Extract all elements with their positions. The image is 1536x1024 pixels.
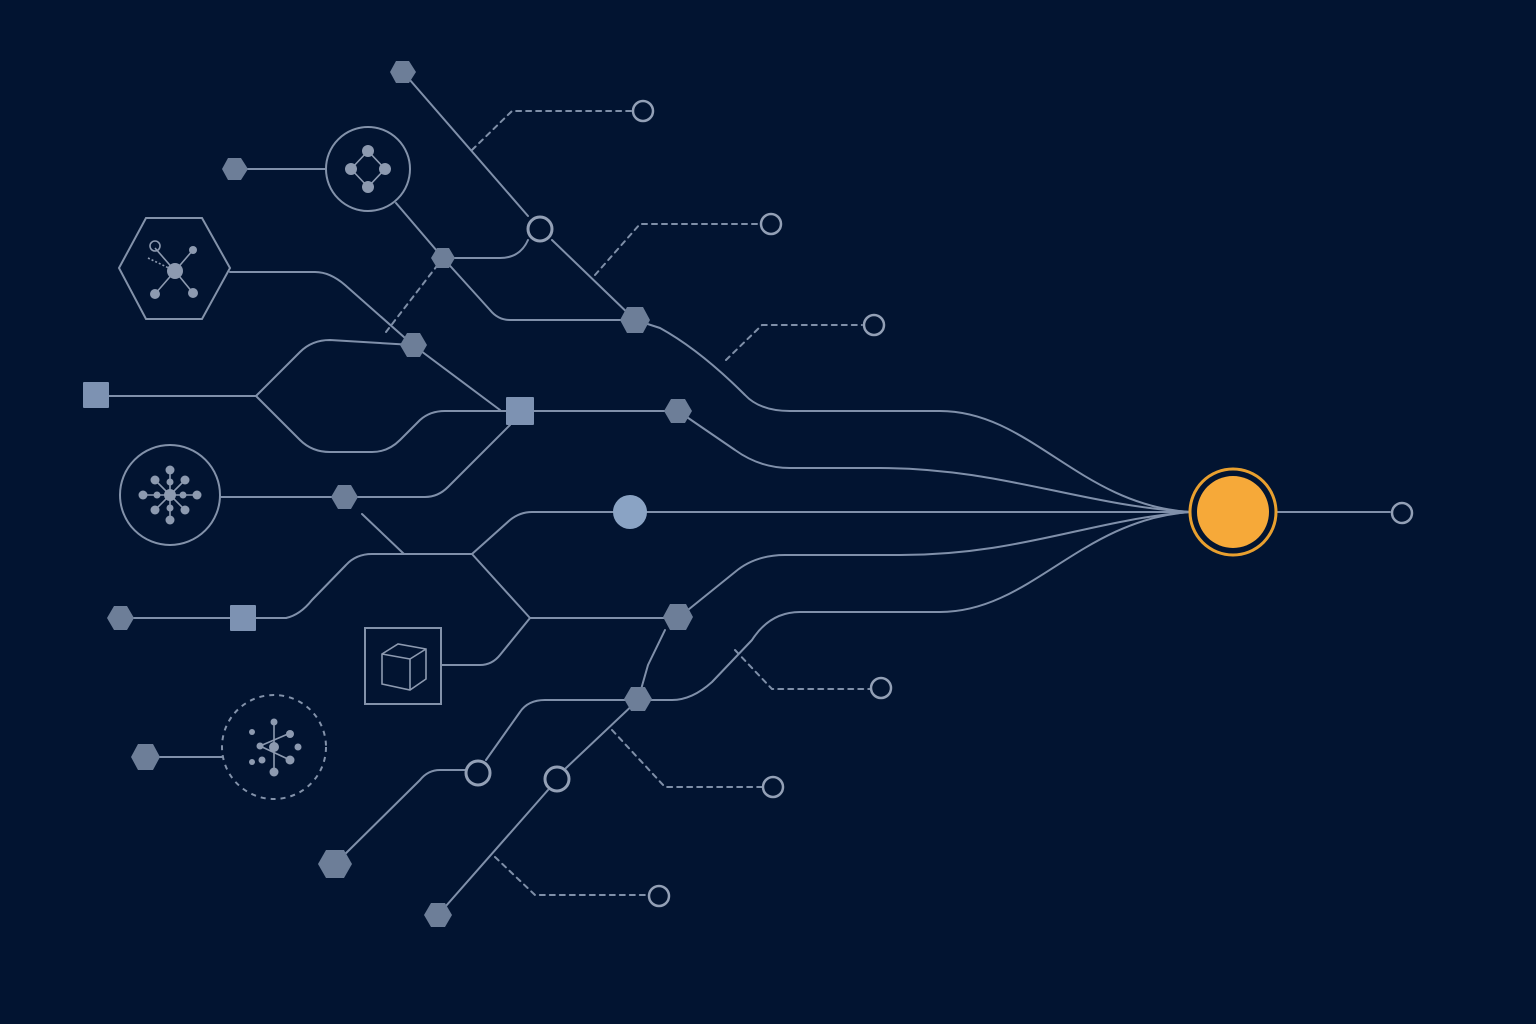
- cluster-icon: [249, 718, 302, 777]
- input-hexagon-node: [222, 158, 248, 180]
- wire: [343, 424, 511, 498]
- wire: [255, 395, 521, 453]
- wire: [634, 319, 1191, 513]
- terminal-ring: [862, 313, 886, 337]
- wire: [565, 699, 639, 769]
- dashed-branch: [594, 223, 761, 276]
- junction-hexagon-node: [331, 485, 358, 509]
- terminal-ring: [761, 775, 785, 799]
- dashed-branch: [725, 324, 863, 361]
- wire: [361, 513, 405, 555]
- neural-net-badge: [119, 444, 221, 546]
- wire: [229, 271, 414, 346]
- dashed-branch: [471, 110, 633, 151]
- terminal-ring: [759, 212, 783, 236]
- wire: [677, 410, 1191, 513]
- dashed-branch: [494, 856, 648, 896]
- target-node: [1188, 467, 1278, 557]
- dashed-branch: [734, 649, 871, 690]
- wire: [471, 553, 679, 619]
- terminal-ring: [1390, 501, 1414, 525]
- wire: [402, 71, 529, 217]
- wire: [334, 769, 467, 865]
- input-hexagon-node: [131, 744, 160, 770]
- wire: [255, 339, 414, 397]
- junction-ring: [526, 215, 554, 243]
- dashed-branch: [385, 257, 444, 333]
- junction-hexagon-node: [624, 687, 652, 711]
- solid-wires: [95, 71, 1391, 916]
- terminal-ring: [869, 676, 893, 700]
- wire: [637, 511, 1191, 701]
- wire: [437, 789, 549, 916]
- dashed-branches: [385, 110, 871, 896]
- junction-ring: [543, 765, 571, 793]
- wire: [551, 239, 636, 321]
- cluster-dashed-badge: [221, 694, 327, 800]
- square-nodes: [83, 382, 534, 631]
- input-hexagon-node: [390, 61, 416, 83]
- wire: [677, 511, 1191, 619]
- input-square-node: [83, 382, 109, 408]
- dashed-branch: [611, 729, 763, 788]
- junction-hexagon-node: [620, 307, 650, 333]
- network-icon: [147, 240, 198, 299]
- wire: [471, 511, 631, 555]
- molecule-badge: [325, 126, 411, 212]
- network-hexagon-badge: [117, 217, 232, 320]
- junction-hexagon-node: [400, 333, 427, 357]
- terminal-ring: [631, 99, 655, 123]
- wire: [485, 699, 639, 761]
- input-hexagon-node: [318, 850, 352, 878]
- junction-ring: [464, 759, 492, 787]
- cube-badge: [364, 627, 442, 705]
- wire: [412, 344, 501, 411]
- neural-network-icon: [138, 465, 202, 525]
- terminal-ring: [647, 884, 671, 908]
- junction-hexagon-node: [431, 248, 455, 268]
- junction-square-node: [230, 605, 256, 631]
- cube-icon: [381, 643, 427, 691]
- orange-target: [1197, 476, 1269, 548]
- terminal-rings: [464, 99, 1414, 908]
- junction-hexagon-node: [663, 604, 693, 630]
- molecule-icon: [345, 145, 391, 193]
- hexagon-nodes: [107, 61, 693, 927]
- wire: [441, 617, 531, 666]
- junction-hexagon-node: [664, 399, 692, 423]
- junction-square-node: [506, 397, 534, 425]
- input-hexagon-node: [424, 903, 452, 927]
- wire: [442, 239, 529, 259]
- wire: [285, 553, 473, 619]
- wire: [442, 257, 636, 321]
- central-node: [613, 495, 647, 529]
- wire: [395, 202, 444, 259]
- input-hexagon-node: [107, 606, 134, 630]
